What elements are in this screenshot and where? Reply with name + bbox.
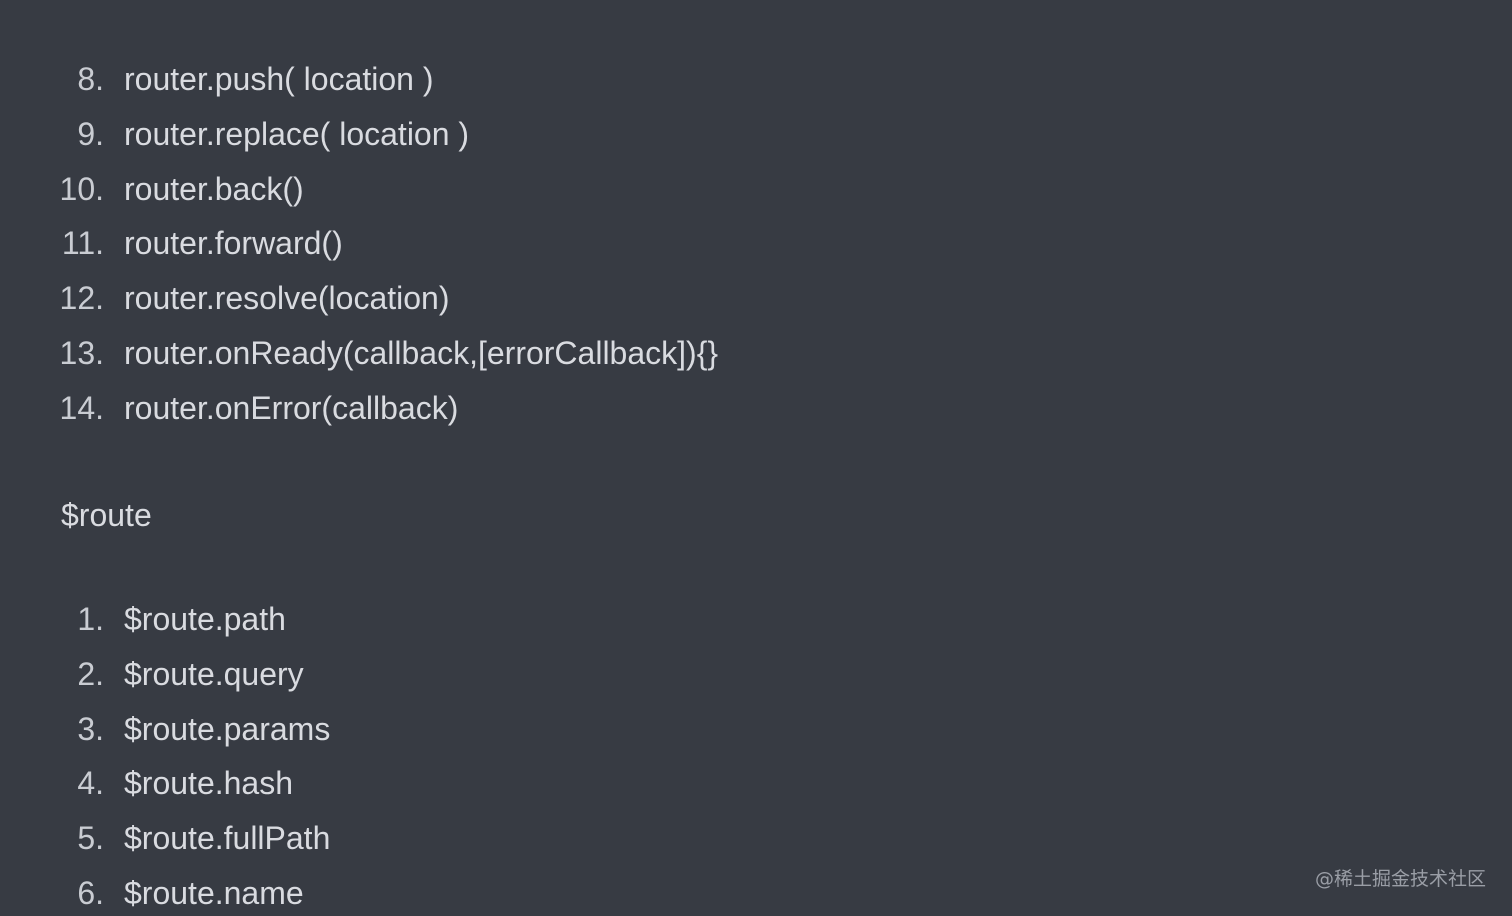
list-text: $route.fullPath [124,820,331,857]
list-number: 6. [77,874,104,911]
list-text: router.onReady(callback,[errorCallback])… [124,334,719,371]
list-number: 13. [59,334,104,371]
list-number: 5. [77,820,104,857]
list-number: 11. [61,225,104,262]
list-number: 12. [59,280,104,317]
list-text: $route.path [124,601,286,637]
list-number: 2. [77,655,104,692]
list-text: $route.name [124,874,304,911]
list-number: 3. [77,710,104,747]
list-number: 14. [59,389,104,426]
list-text: router.onError(callback) [124,389,459,426]
list-number: 4. [77,765,104,802]
list-number: 10. [59,170,104,207]
list-text: $route.hash [124,765,294,802]
list-text: $route.query [124,655,304,692]
list-text: router.replace( location ) [124,115,470,152]
list-text: router.push( location ) [124,61,434,97]
list-text: router.back() [124,170,304,207]
watermark: @稀土掘金技术社区 [1314,868,1486,890]
section-heading: $route [61,497,152,533]
list-text: $route.params [124,710,331,747]
list-text: router.resolve(location) [124,280,450,317]
list-number: 8. [77,61,104,97]
list-number: 9. [77,115,104,152]
list-number: 1. [77,601,104,637]
list-text: router.forward() [124,225,343,262]
